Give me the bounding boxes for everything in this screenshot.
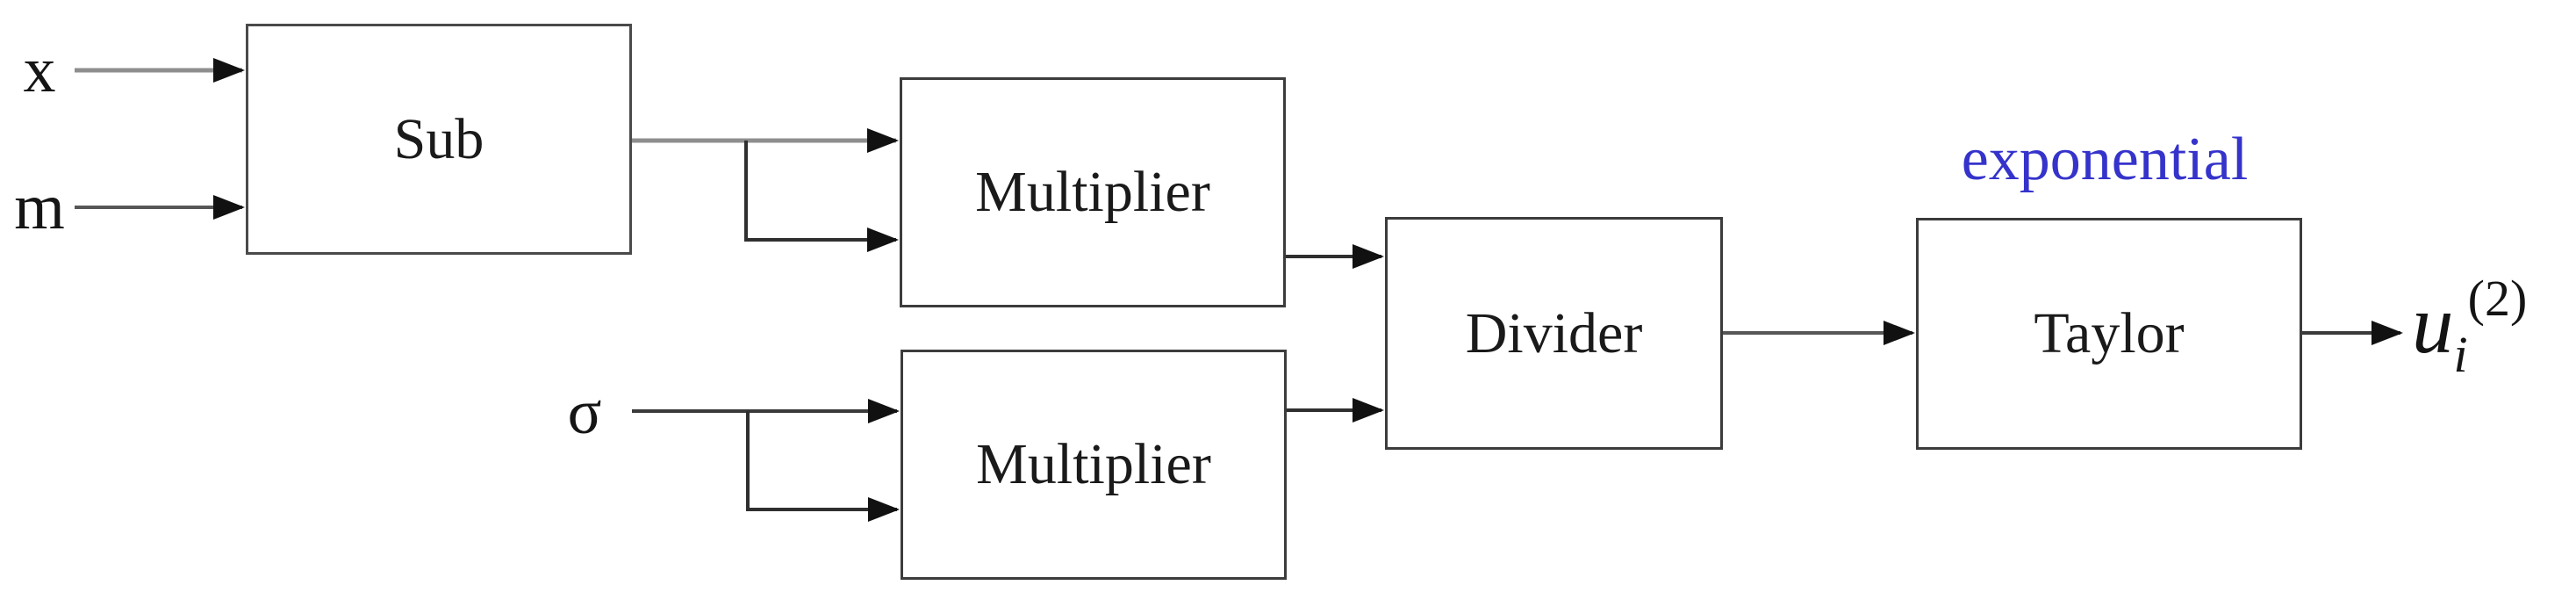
block-multiplier-bottom-label: Multiplier: [976, 432, 1211, 496]
block-multiplier-top: Multiplier: [900, 77, 1286, 307]
output-label: ui(2): [2412, 273, 2527, 380]
output-label-base: u: [2412, 278, 2454, 371]
output-label-superscript: (2): [2467, 270, 2528, 327]
block-multiplier-bottom: Multiplier: [901, 350, 1287, 580]
arrow-sigma-branch-to-multiplier-bottom-input2: [746, 411, 900, 522]
annotation-exponential: exponential: [1961, 126, 2249, 193]
input-label-sigma: σ: [567, 377, 602, 447]
block-taylor: Taylor: [1916, 218, 2302, 450]
block-sub: Sub: [246, 24, 632, 255]
input-label-m: m: [14, 171, 65, 243]
input-label-x: x: [23, 34, 56, 106]
arrow-sub-branch-to-multiplier-top-input2: [744, 141, 899, 252]
block-sub-label: Sub: [393, 106, 484, 171]
block-divider-label: Divider: [1465, 300, 1643, 365]
output-label-subscript: i: [2453, 326, 2468, 383]
block-divider: Divider: [1385, 217, 1723, 450]
block-multiplier-top-label: Multiplier: [975, 160, 1210, 224]
block-taylor-label: Taylor: [2034, 301, 2185, 365]
